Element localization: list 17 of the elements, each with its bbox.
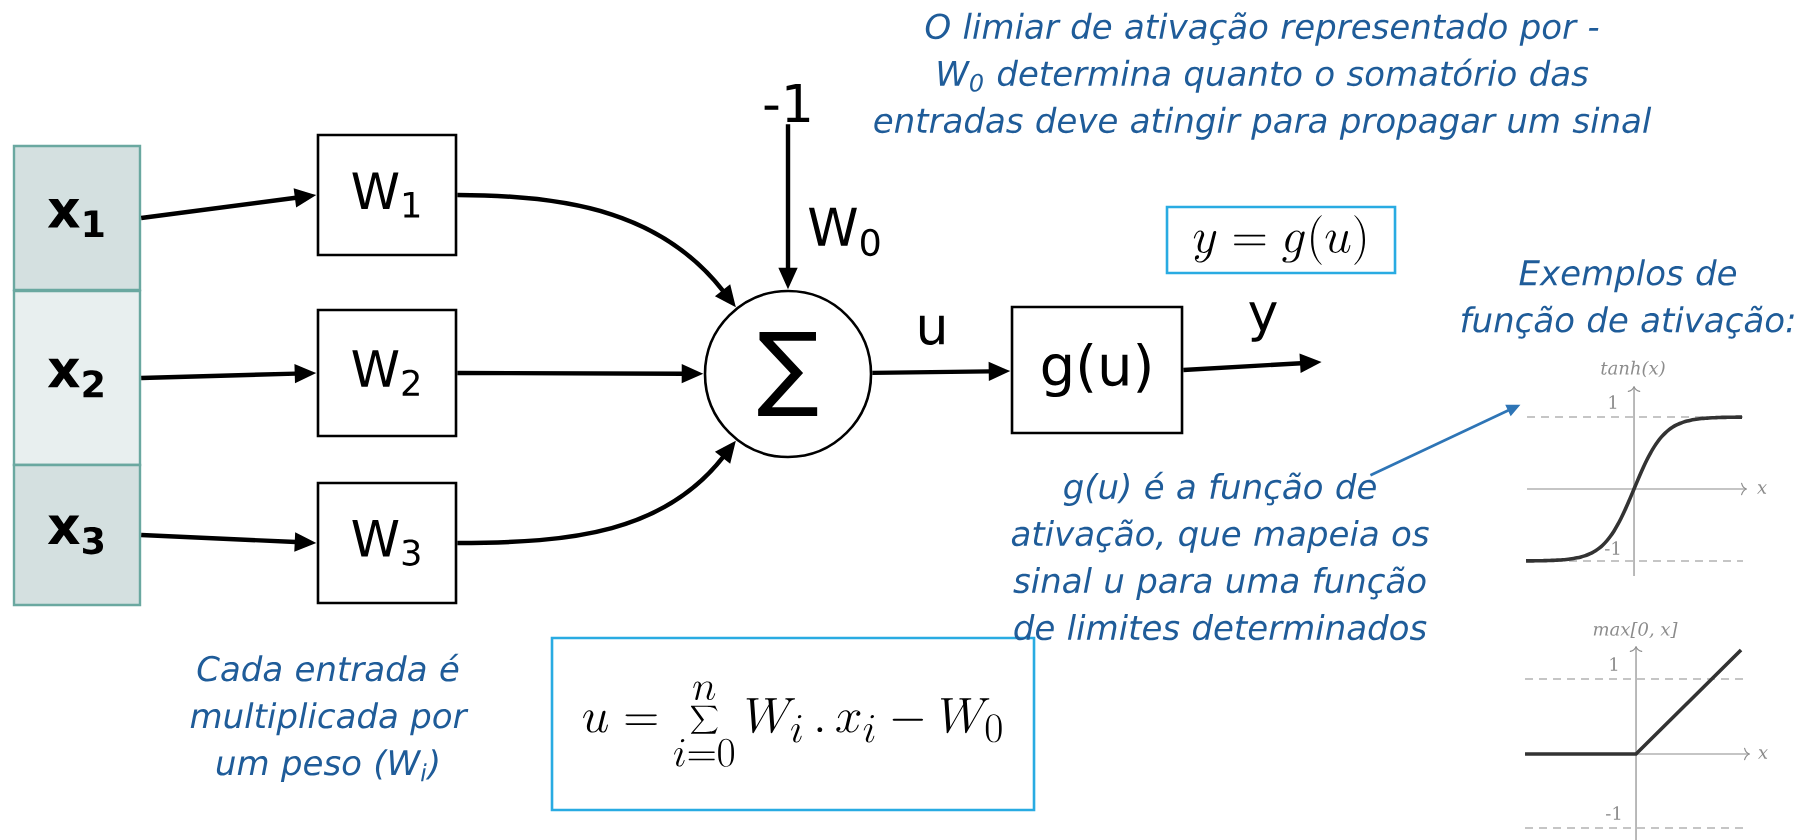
input-cell: x$_{3}$ <box>12 463 142 607</box>
activation-chart-drawing: tanh(x) 1 x -1 <box>1526 360 1767 577</box>
input-cell: x$_{2}$ <box>12 289 142 467</box>
bias-input-text: -1 <box>764 84 810 122</box>
formula-box: $y = g(u)$ <box>1165 205 1397 275</box>
annotation-text: O limiar de ativação representado por -W$_{0}$ determina quanto o somatório das entradas deve atingir para propagar um sinal <box>874 12 1652 140</box>
weight-box: W$_{1}$ <box>316 133 458 257</box>
input-cell: x$_{1}$ <box>12 144 142 292</box>
annotation-text: Exemplos de função de ativação: <box>1461 259 1794 339</box>
edge-label: u <box>913 313 951 347</box>
activation-chart-drawing: max[0, x] 1 x -1 <box>1524 621 1768 840</box>
weight-box: W$_{2}$ <box>316 308 458 438</box>
edge-label: y <box>1245 300 1281 344</box>
weight-box: W$_{3}$ <box>316 481 458 605</box>
annotation-text: Cada entrada é multiplicada por um peso (W$_{i}$) <box>190 653 469 783</box>
weight-box: g(u) <box>1010 305 1184 435</box>
edge-label: W$_{0}$ <box>805 205 885 259</box>
